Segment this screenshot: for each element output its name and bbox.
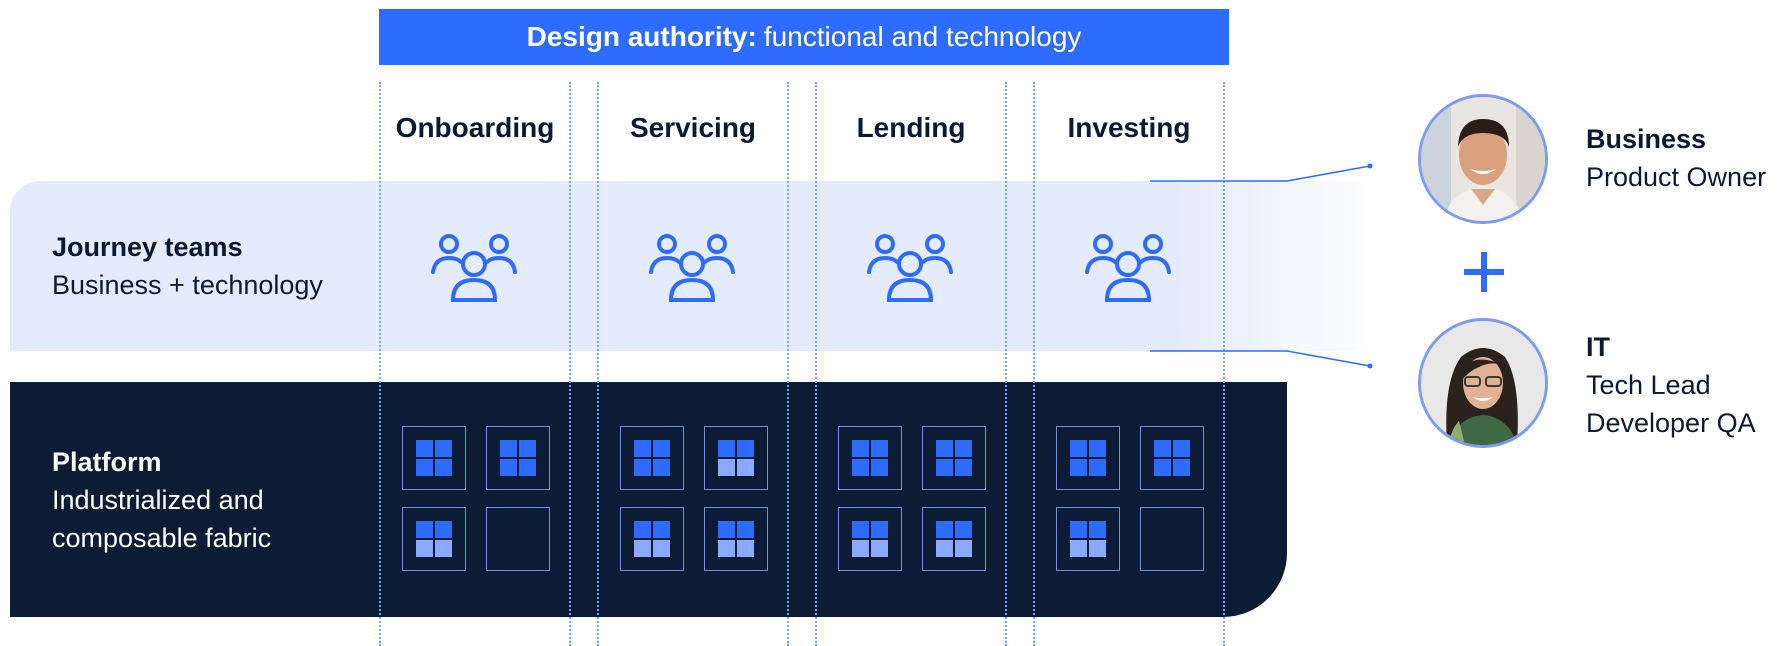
it-avatar	[1418, 318, 1548, 448]
platform-title: Platform	[52, 447, 162, 477]
it-person-photo	[1421, 321, 1545, 445]
column-0-frame	[379, 82, 571, 646]
grid-squares-icon	[1070, 521, 1106, 557]
platform-tile	[838, 507, 902, 571]
platform-tile	[620, 426, 684, 490]
platform-tile	[1140, 426, 1204, 490]
team-people-icon	[649, 234, 735, 302]
journey-teams-label: Journey teams Business + technology	[52, 228, 323, 304]
column-title: Lending	[856, 112, 966, 143]
platform-tile	[620, 507, 684, 571]
grid-squares-icon	[634, 521, 670, 557]
grid-squares-icon	[852, 440, 888, 476]
platform-label: Platform Industrialized and composable f…	[52, 443, 271, 557]
journey-teams-subtitle: Business + technology	[52, 270, 323, 300]
platform-line-2: composable fabric	[52, 523, 272, 553]
business-role-line-1: Product Owner	[1586, 162, 1767, 192]
grid-squares-icon	[718, 440, 754, 476]
grid-squares-icon	[500, 440, 536, 476]
connector-it	[1150, 350, 1373, 369]
it-role-title: IT	[1586, 332, 1610, 362]
platform-tile	[1056, 507, 1120, 571]
banner-label: functional and technology	[763, 21, 1082, 52]
platform-tile	[922, 426, 986, 490]
grid-squares-icon	[936, 440, 972, 476]
grid-squares-icon	[852, 521, 888, 557]
platform-tile	[1140, 507, 1204, 571]
column-1-frame	[597, 82, 789, 646]
business-avatar	[1418, 94, 1548, 224]
journey-teams-title: Journey teams	[52, 232, 243, 262]
platform-tile	[704, 507, 768, 571]
journey-teams-band	[10, 181, 1380, 351]
team-people-icon	[1085, 234, 1171, 302]
grid-squares-icon	[936, 521, 972, 557]
grid-squares-icon	[416, 521, 452, 557]
platform-tile	[704, 426, 768, 490]
connector-business	[1150, 163, 1373, 182]
grid-squares-icon	[718, 521, 754, 557]
business-person-photo	[1421, 97, 1545, 221]
platform-tile	[402, 426, 466, 490]
business-role-title: Business	[1586, 124, 1707, 154]
column-3-frame	[1033, 82, 1225, 646]
platform-tile	[486, 426, 550, 490]
platform-tile	[402, 507, 466, 571]
grid-squares-icon	[1070, 440, 1106, 476]
team-people-icon	[431, 234, 517, 302]
it-role-line-2: Developer QA	[1586, 408, 1756, 438]
platform-line-1: Industrialized and	[52, 485, 264, 515]
platform-band	[10, 382, 1287, 617]
it-role-line-1: Tech Lead	[1586, 370, 1711, 400]
platform-tile	[922, 507, 986, 571]
platform-tile	[1056, 426, 1120, 490]
platform-tile	[486, 507, 550, 571]
grid-squares-icon	[1154, 440, 1190, 476]
it-role: IT Tech Lead Developer QA	[1586, 328, 1756, 442]
column-2-frame	[815, 82, 1007, 646]
design-authority-banner: Design authority: functional and technol…	[379, 9, 1229, 65]
team-people-icon	[867, 234, 953, 302]
banner-bold-label: Design authority:	[526, 21, 757, 52]
column-title: Onboarding	[395, 112, 555, 143]
plus-icon	[1464, 252, 1504, 292]
grid-squares-icon	[416, 440, 452, 476]
platform-tile	[838, 426, 902, 490]
column-title: Investing	[1067, 112, 1191, 143]
column-title: Servicing	[629, 112, 757, 143]
business-role: Business Product Owner	[1586, 120, 1766, 196]
grid-squares-icon	[634, 440, 670, 476]
